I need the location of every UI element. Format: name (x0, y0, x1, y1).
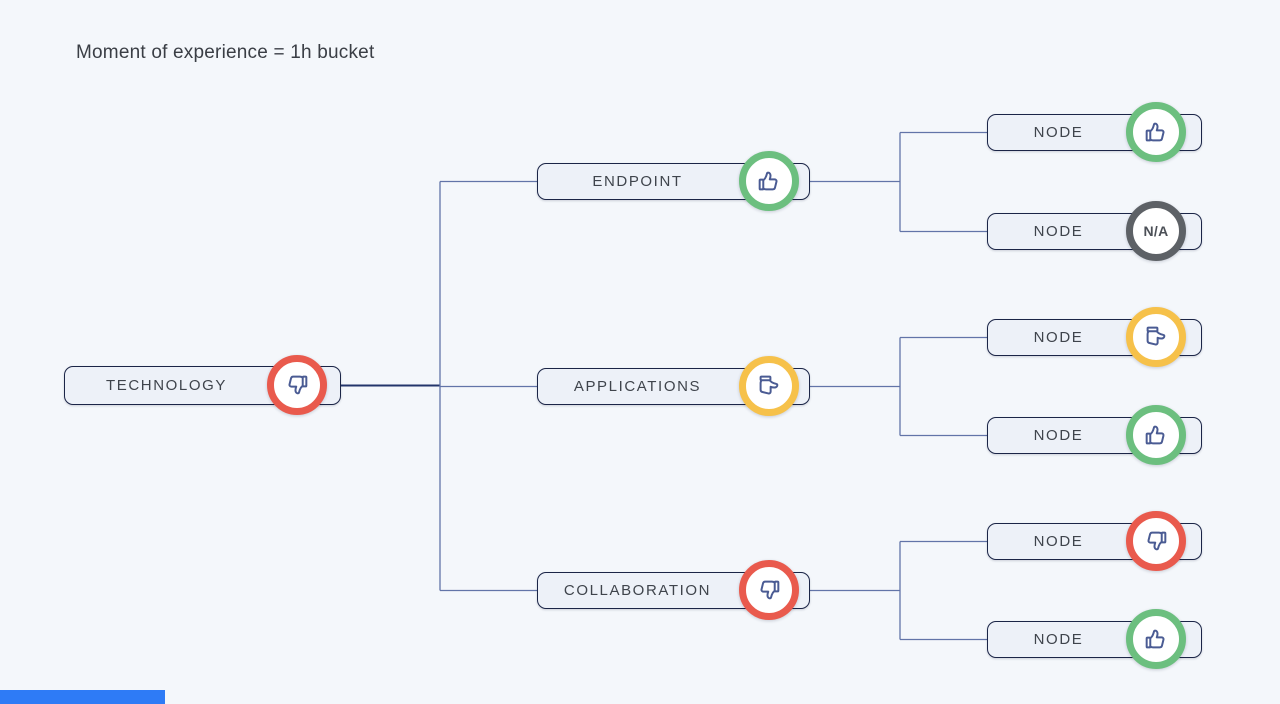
node-leaf-4-label: NODE (1033, 427, 1084, 444)
applications-status-thumb-sideways-icon: N/A (739, 356, 799, 416)
page-title: Moment of experience = 1h bucket (76, 42, 375, 63)
node-endpoint-label: ENDPOINT (592, 173, 683, 190)
node-leaf-5-label: NODE (1033, 533, 1084, 550)
leaf-1-status-thumbs-up-icon: N/A (1126, 102, 1186, 162)
node-leaf-6-label: NODE (1033, 631, 1084, 648)
leaf-2-status-na-icon: N/A (1126, 201, 1186, 261)
node-leaf-3-label: NODE (1033, 329, 1084, 346)
endpoint-status-thumbs-up-icon: N/A (739, 151, 799, 211)
node-technology-label: TECHNOLOGY (105, 377, 227, 394)
leaf-4-status-thumbs-up-icon: N/A (1126, 405, 1186, 465)
leaf-3-status-thumb-sideways-icon: N/A (1126, 307, 1186, 367)
bottom-accent-bar (0, 690, 165, 704)
na-badge: N/A (1143, 223, 1169, 239)
branch-trunk-line (439, 180, 537, 592)
leaf-5-status-thumbs-down-icon: N/A (1126, 511, 1186, 571)
technology-status-thumbs-down-icon: N/A (267, 355, 327, 415)
node-applications-label: APPLICATIONS (573, 378, 702, 395)
node-leaf-1-label: NODE (1033, 124, 1084, 141)
node-collaboration-label: COLLABORATION (563, 582, 712, 599)
collaboration-status-thumbs-down-icon: N/A (739, 560, 799, 620)
leaf-6-status-thumbs-up-icon: N/A (1126, 609, 1186, 669)
collaboration-children-line (810, 540, 987, 641)
applications-children-line (810, 336, 987, 437)
node-leaf-2-label: NODE (1033, 223, 1084, 240)
endpoint-children-line (810, 131, 987, 233)
